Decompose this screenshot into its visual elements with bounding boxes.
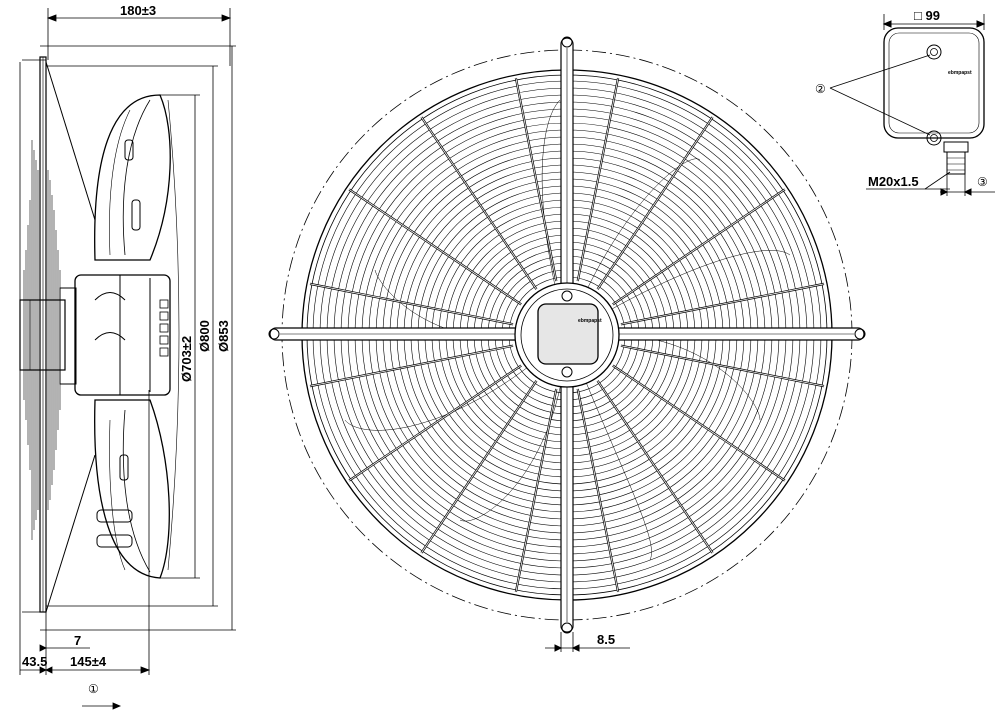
- dim-145: 145±4: [70, 654, 107, 669]
- grille-spoke: [612, 365, 786, 481]
- grille-spoke: [421, 380, 537, 554]
- grille-spoke: [620, 345, 825, 387]
- grille-spoke: [577, 77, 619, 282]
- grille-spoke: [309, 283, 514, 325]
- dim-8-5: 8.5: [597, 632, 615, 647]
- dim-box-99: □ 99: [914, 8, 940, 23]
- rotor-hub: [74, 274, 171, 396]
- dim-43-5: 43.5: [22, 654, 47, 669]
- side-grille: [23, 140, 61, 540]
- grille-spoke: [620, 283, 825, 325]
- side-view-dimensions: [19, 8, 236, 710]
- callout-1: ①: [88, 682, 99, 696]
- grille-spoke: [515, 388, 557, 593]
- grille-spoke: [612, 189, 786, 305]
- terminal-box-detail: [829, 14, 995, 196]
- grille-spoke: [309, 345, 514, 387]
- motor-shaft-housing: [19, 299, 66, 371]
- dim-800: Ø800: [197, 320, 212, 352]
- arrow-right-icon: [112, 702, 122, 710]
- grille-spoke: [348, 365, 522, 481]
- dim-thread: M20x1.5: [868, 174, 919, 189]
- grille-spokes-inner: [309, 77, 825, 593]
- side-view: [19, 56, 180, 615]
- callout-2: ②: [815, 82, 826, 96]
- dim-853: Ø853: [216, 320, 231, 352]
- upper-blade: [94, 94, 171, 261]
- hub-brand-label: ebmpapst: [578, 318, 602, 324]
- grille-spoke: [577, 388, 619, 593]
- box-brand-label: ebmpapst: [948, 70, 972, 76]
- front-view: [268, 36, 866, 652]
- dim-703: Ø703±2: [179, 336, 194, 382]
- grille-spoke: [348, 189, 522, 305]
- lower-blade: [94, 399, 170, 579]
- callout-3: ③: [977, 175, 988, 189]
- grille-spoke: [515, 77, 557, 282]
- dim-7: 7: [74, 633, 81, 648]
- grille-spoke: [597, 380, 713, 554]
- grille-spoke: [421, 116, 537, 290]
- dim-180: 180±3: [120, 3, 156, 18]
- terminal-box-front: [537, 303, 599, 365]
- grille-spoke: [597, 116, 713, 290]
